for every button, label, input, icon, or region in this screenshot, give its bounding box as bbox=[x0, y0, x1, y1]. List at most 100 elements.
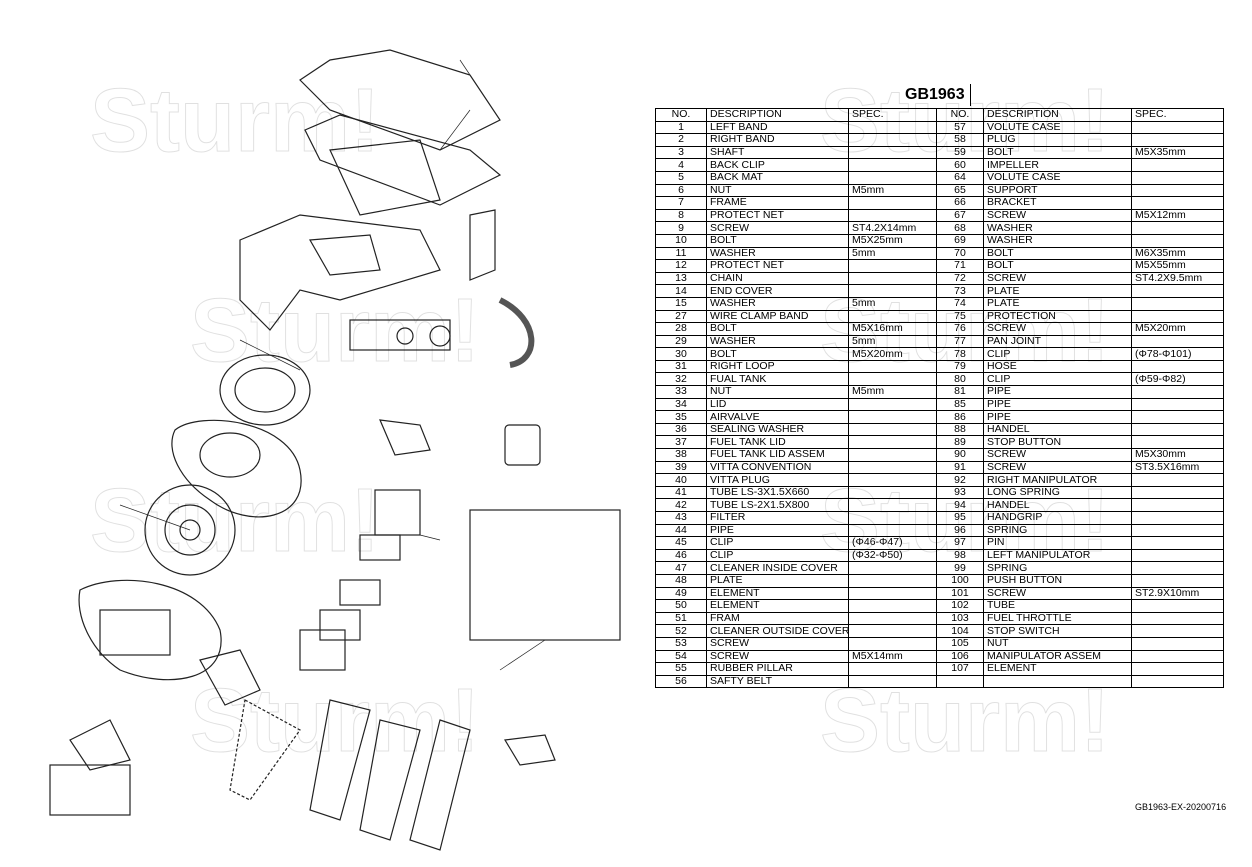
part-spec bbox=[1131, 183, 1224, 198]
part-spec bbox=[1131, 624, 1224, 638]
part-description: LEFT BAND bbox=[706, 120, 849, 135]
part-description: CLEANER INSIDE COVER bbox=[706, 561, 849, 575]
part-spec bbox=[1131, 422, 1224, 437]
part-description: BOLT bbox=[706, 347, 849, 361]
part-spec bbox=[1131, 133, 1224, 147]
part-description: PLUG bbox=[983, 133, 1132, 147]
part-number: 54 bbox=[655, 649, 707, 664]
part-number: 31 bbox=[655, 359, 707, 374]
part-spec bbox=[848, 208, 937, 223]
part-description: FUEL THROTTLE bbox=[983, 611, 1132, 626]
part-spec bbox=[848, 473, 937, 487]
part-number: 75 bbox=[936, 309, 984, 324]
part-number: 97 bbox=[936, 536, 984, 550]
part-spec bbox=[1131, 649, 1224, 664]
header-spec: SPEC. bbox=[1131, 108, 1224, 122]
part-number: 48 bbox=[655, 573, 707, 588]
part-description: CHAIN bbox=[706, 271, 849, 286]
part-number: 79 bbox=[936, 359, 984, 374]
part-spec bbox=[848, 624, 937, 638]
part-description: FRAM bbox=[706, 611, 849, 626]
part-description: VITTA CONVENTION bbox=[706, 460, 849, 475]
part-spec bbox=[1131, 599, 1224, 613]
part-number: 43 bbox=[655, 511, 707, 525]
part-spec bbox=[1131, 385, 1224, 399]
part-number: 45 bbox=[655, 536, 707, 550]
part-number: 57 bbox=[936, 120, 984, 135]
part-description: HOSE bbox=[983, 359, 1132, 374]
part-number: 65 bbox=[936, 183, 984, 198]
part-spec bbox=[848, 271, 937, 286]
fuel-tank bbox=[219, 319, 451, 426]
part-spec bbox=[1131, 196, 1224, 210]
part-number: 44 bbox=[655, 523, 707, 538]
part-number: 90 bbox=[936, 448, 984, 462]
part-number: 71 bbox=[936, 259, 984, 273]
part-description: PLATE bbox=[983, 296, 1132, 311]
part-description: PROTECTION bbox=[983, 309, 1132, 324]
part-number: 50 bbox=[655, 599, 707, 613]
part-number: 47 bbox=[655, 561, 707, 575]
part-spec: (Φ46-Φ47) bbox=[848, 536, 937, 550]
part-number: 74 bbox=[936, 296, 984, 311]
part-description: SCREW bbox=[706, 221, 849, 235]
part-number: 72 bbox=[936, 271, 984, 286]
part-number: 104 bbox=[936, 624, 984, 638]
part-description: CLIP bbox=[983, 347, 1132, 361]
part-number: 92 bbox=[936, 473, 984, 487]
part-description: HANDEL bbox=[983, 498, 1132, 512]
part-description: RUBBER PILLAR bbox=[706, 662, 849, 676]
part-spec bbox=[1131, 498, 1224, 512]
part-number: 95 bbox=[936, 511, 984, 525]
part-description: NUT bbox=[983, 636, 1132, 651]
part-spec bbox=[848, 397, 937, 412]
part-spec: ST3.5X16mm bbox=[1131, 460, 1224, 475]
part-number: 88 bbox=[936, 422, 984, 437]
part-description: SHAFT bbox=[706, 145, 849, 160]
part-description: SCREW bbox=[983, 208, 1132, 223]
part-description: TUBE LS-2X1.5X800 bbox=[706, 498, 849, 512]
part-spec bbox=[848, 309, 937, 324]
volute-case bbox=[78, 419, 302, 681]
part-number: 38 bbox=[655, 448, 707, 462]
part-description: PROTECT NET bbox=[706, 208, 849, 223]
part-description: BOLT bbox=[983, 259, 1132, 273]
header-no: NO. bbox=[655, 108, 707, 122]
part-spec: M5X30mm bbox=[1131, 448, 1224, 462]
part-number: 91 bbox=[936, 460, 984, 475]
part-number: 30 bbox=[655, 347, 707, 361]
part-number: 35 bbox=[655, 410, 707, 424]
part-description: SCREW bbox=[983, 448, 1132, 462]
document-title: GB1963 bbox=[905, 86, 965, 103]
part-spec bbox=[848, 599, 937, 613]
part-number: 28 bbox=[655, 322, 707, 336]
part-spec: M5X12mm bbox=[1131, 208, 1224, 223]
part-description: WASHER bbox=[706, 334, 849, 349]
part-description: RIGHT MANIPULATOR bbox=[983, 473, 1132, 487]
part-description: BRACKET bbox=[983, 196, 1132, 210]
part-spec bbox=[848, 636, 937, 651]
part-spec bbox=[1131, 636, 1224, 651]
part-number: 34 bbox=[655, 397, 707, 412]
part-spec bbox=[848, 133, 937, 147]
part-spec bbox=[1131, 674, 1224, 689]
part-description: RIGHT LOOP bbox=[706, 359, 849, 374]
part-description: BACK CLIP bbox=[706, 158, 849, 172]
part-spec bbox=[1131, 296, 1224, 311]
part-description: PLATE bbox=[983, 284, 1132, 298]
